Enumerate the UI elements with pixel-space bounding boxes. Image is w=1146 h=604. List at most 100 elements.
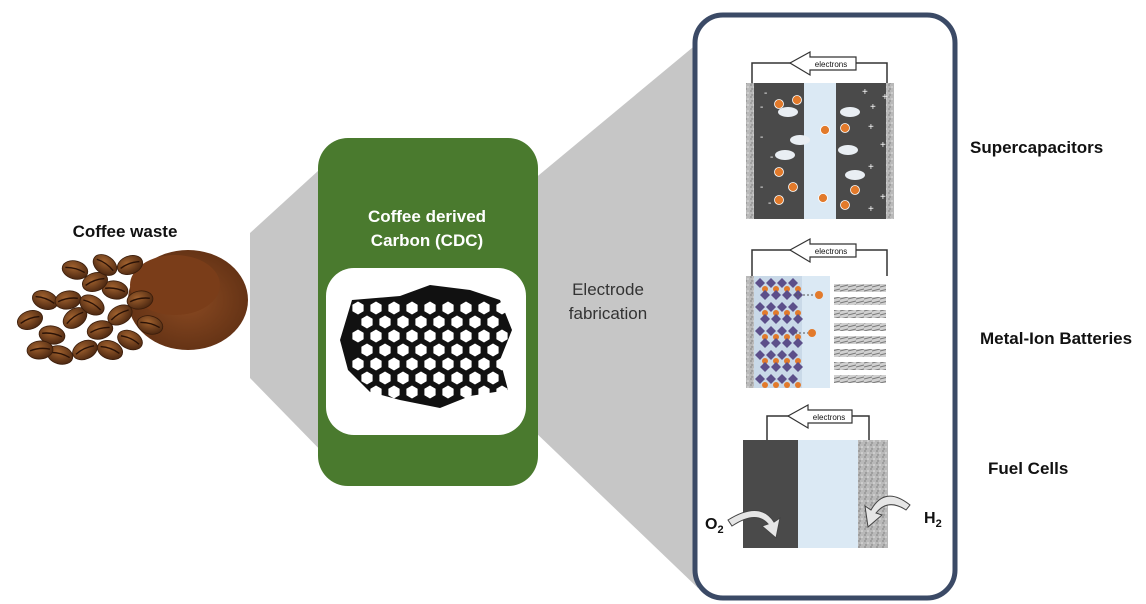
carbon-pore [451, 371, 463, 385]
carbon-pore [370, 357, 382, 371]
carbon-pore [370, 385, 382, 399]
carbon-pore [469, 315, 481, 329]
carbon-pore [424, 385, 436, 399]
electrode-pore [790, 135, 810, 145]
carbon-pore [397, 315, 409, 329]
cathode-crystal [793, 338, 803, 348]
carbon-pore [352, 385, 364, 399]
carbon-pore [496, 301, 508, 315]
carbon-pore [424, 329, 436, 343]
anode-layer [834, 375, 886, 383]
carbon-pore [388, 301, 400, 315]
minus-sign: - [760, 182, 763, 193]
cdc-title: Coffee derived Carbon (CDC) [322, 205, 532, 253]
ion [762, 334, 768, 340]
cathode-crystal [793, 314, 803, 324]
carbon-pore [361, 343, 373, 357]
ion [762, 382, 768, 388]
carbon-pore [406, 329, 418, 343]
carbon-pore [442, 329, 454, 343]
carbon-pore [478, 385, 490, 399]
coffee-bean [62, 307, 88, 329]
cathode-crystal [760, 362, 770, 372]
o2-inlet-arrow [727, 510, 781, 539]
connector-band-right [533, 43, 698, 588]
carbon-pore [424, 357, 436, 371]
plus-sign: + [862, 87, 868, 98]
ion [850, 185, 860, 195]
carbon-pore [487, 315, 499, 329]
coffee-bean [117, 329, 143, 351]
ion [774, 195, 784, 205]
cathode-crystal [771, 338, 781, 348]
cathode-crystal [793, 290, 803, 300]
carbon-pore [370, 301, 382, 315]
coffee-waste-image [17, 250, 248, 365]
cathode-crystal [760, 290, 770, 300]
electrons-label: electrons [815, 60, 847, 69]
coffee-bean [126, 290, 154, 310]
carbon-pore [460, 385, 472, 399]
fuel-cell-electrolyte [798, 440, 858, 548]
plus-sign: + [880, 140, 886, 151]
minus-sign: - [770, 152, 773, 163]
coffee-bean [117, 255, 143, 275]
supercapacitors-label: Supercapacitors [970, 138, 1104, 157]
carbon-pore [442, 357, 454, 371]
coffee-bean [101, 280, 129, 300]
connector-band-left [250, 160, 330, 460]
cathode-crystal [777, 374, 787, 384]
carbon-pore [433, 371, 445, 385]
minus-sign: - [764, 88, 767, 99]
ion [774, 99, 784, 109]
metal-ion-battery-diagram: electrons [746, 237, 888, 388]
electrons-arrow-fuelcell: electrons [786, 403, 853, 430]
coffee-bean [107, 304, 133, 326]
electrode-label-line1: Electrode [572, 280, 644, 299]
electrode-label-line2: fabrication [568, 304, 648, 323]
coffee-bean [136, 315, 164, 335]
cathode-crystal [777, 326, 787, 336]
carbon-pore [469, 343, 481, 357]
electrons-label: electrons [813, 413, 845, 422]
cathode-crystal [788, 278, 798, 288]
cathode-crystal [766, 374, 776, 384]
cathode-crystal [777, 302, 787, 312]
carbon-pore [352, 329, 364, 343]
plus-sign: + [868, 204, 874, 215]
cathode-crystal [760, 314, 770, 324]
ion [795, 286, 801, 292]
carbon-pore [415, 371, 427, 385]
carbon-pore [478, 301, 490, 315]
coffee-bean [92, 254, 118, 276]
ion [818, 193, 828, 203]
anode-layer [834, 336, 886, 344]
carbon-pore [352, 357, 364, 371]
carbon-pore [496, 385, 508, 399]
anode-layer [834, 310, 886, 318]
cathode-crystal [782, 338, 792, 348]
cathode-crystal [760, 338, 770, 348]
ion [788, 182, 798, 192]
coffee-bean [97, 340, 123, 360]
ion [773, 334, 779, 340]
carbon-pore [433, 315, 445, 329]
carbon-pore [397, 371, 409, 385]
cathode-crystal [771, 290, 781, 300]
electrons-arrow-supercap: electrons [788, 50, 857, 77]
electrode-pore [845, 170, 865, 180]
electrode-pore [775, 150, 795, 160]
ion [773, 286, 779, 292]
carbon-pore [460, 357, 472, 371]
ion [773, 358, 779, 364]
ion [762, 358, 768, 364]
ion [784, 382, 790, 388]
anode-layer [834, 297, 886, 305]
carbon-pore [352, 301, 364, 315]
carbon-pore [460, 301, 472, 315]
coffee-waste-label: Coffee waste [72, 222, 178, 241]
cathode-crystal [777, 278, 787, 288]
cathode-crystal [755, 302, 765, 312]
cathode-crystal [766, 302, 776, 312]
